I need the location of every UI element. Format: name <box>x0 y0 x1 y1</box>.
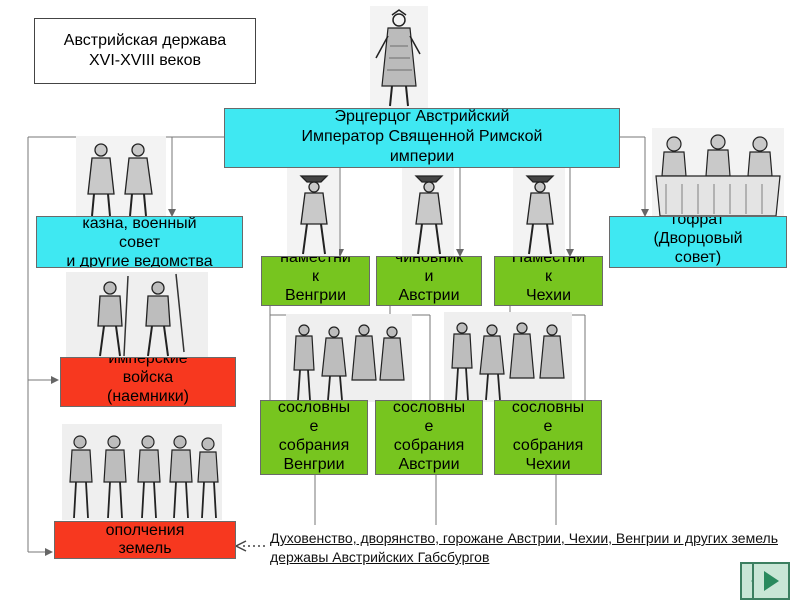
assembly-bohemia-box: сословны е собрания Чехии <box>494 400 602 475</box>
council-figure-icon <box>652 128 784 220</box>
imperial-troops-box: имперские войска (наемники) <box>60 357 236 407</box>
governor-figure-icon <box>287 168 339 256</box>
assembly-figure-icon <box>286 314 412 402</box>
next-button[interactable] <box>752 562 790 600</box>
treasury-box: казна, военный совет и другие ведомства <box>36 216 243 268</box>
governor-hungary-box: наместни к Венгрии <box>261 256 370 306</box>
soldiers-figure-icon <box>66 272 208 358</box>
governor-figure-icon <box>513 168 565 256</box>
emperor-figure-icon <box>370 6 428 112</box>
emperor-box: Эрцгерцог Австрийский Император Священно… <box>224 108 620 168</box>
estates-description: Духовенство, дворянство, горожане Австри… <box>270 530 778 565</box>
militia-figure-icon <box>62 424 222 520</box>
hofrat-box: гофрат (Дворцовый совет) <box>609 216 787 268</box>
governor-figure-icon <box>402 168 454 256</box>
officials-figure-icon <box>76 136 166 218</box>
assembly-figure-icon <box>444 312 572 402</box>
assembly-hungary-box: сословны е собрания Венгрии <box>260 400 368 475</box>
next-arrow-icon <box>764 571 779 591</box>
governor-bohemia-box: Наместни к Чехии <box>494 256 603 306</box>
governor-austria-box: чиновник и Австрии <box>376 256 482 306</box>
diagram-title: Австрийская держава XVI-XVIII веков <box>34 18 256 84</box>
militia-box: ополчения земель <box>54 521 236 559</box>
assembly-austria-box: сословны е собрания Австрии <box>375 400 483 475</box>
